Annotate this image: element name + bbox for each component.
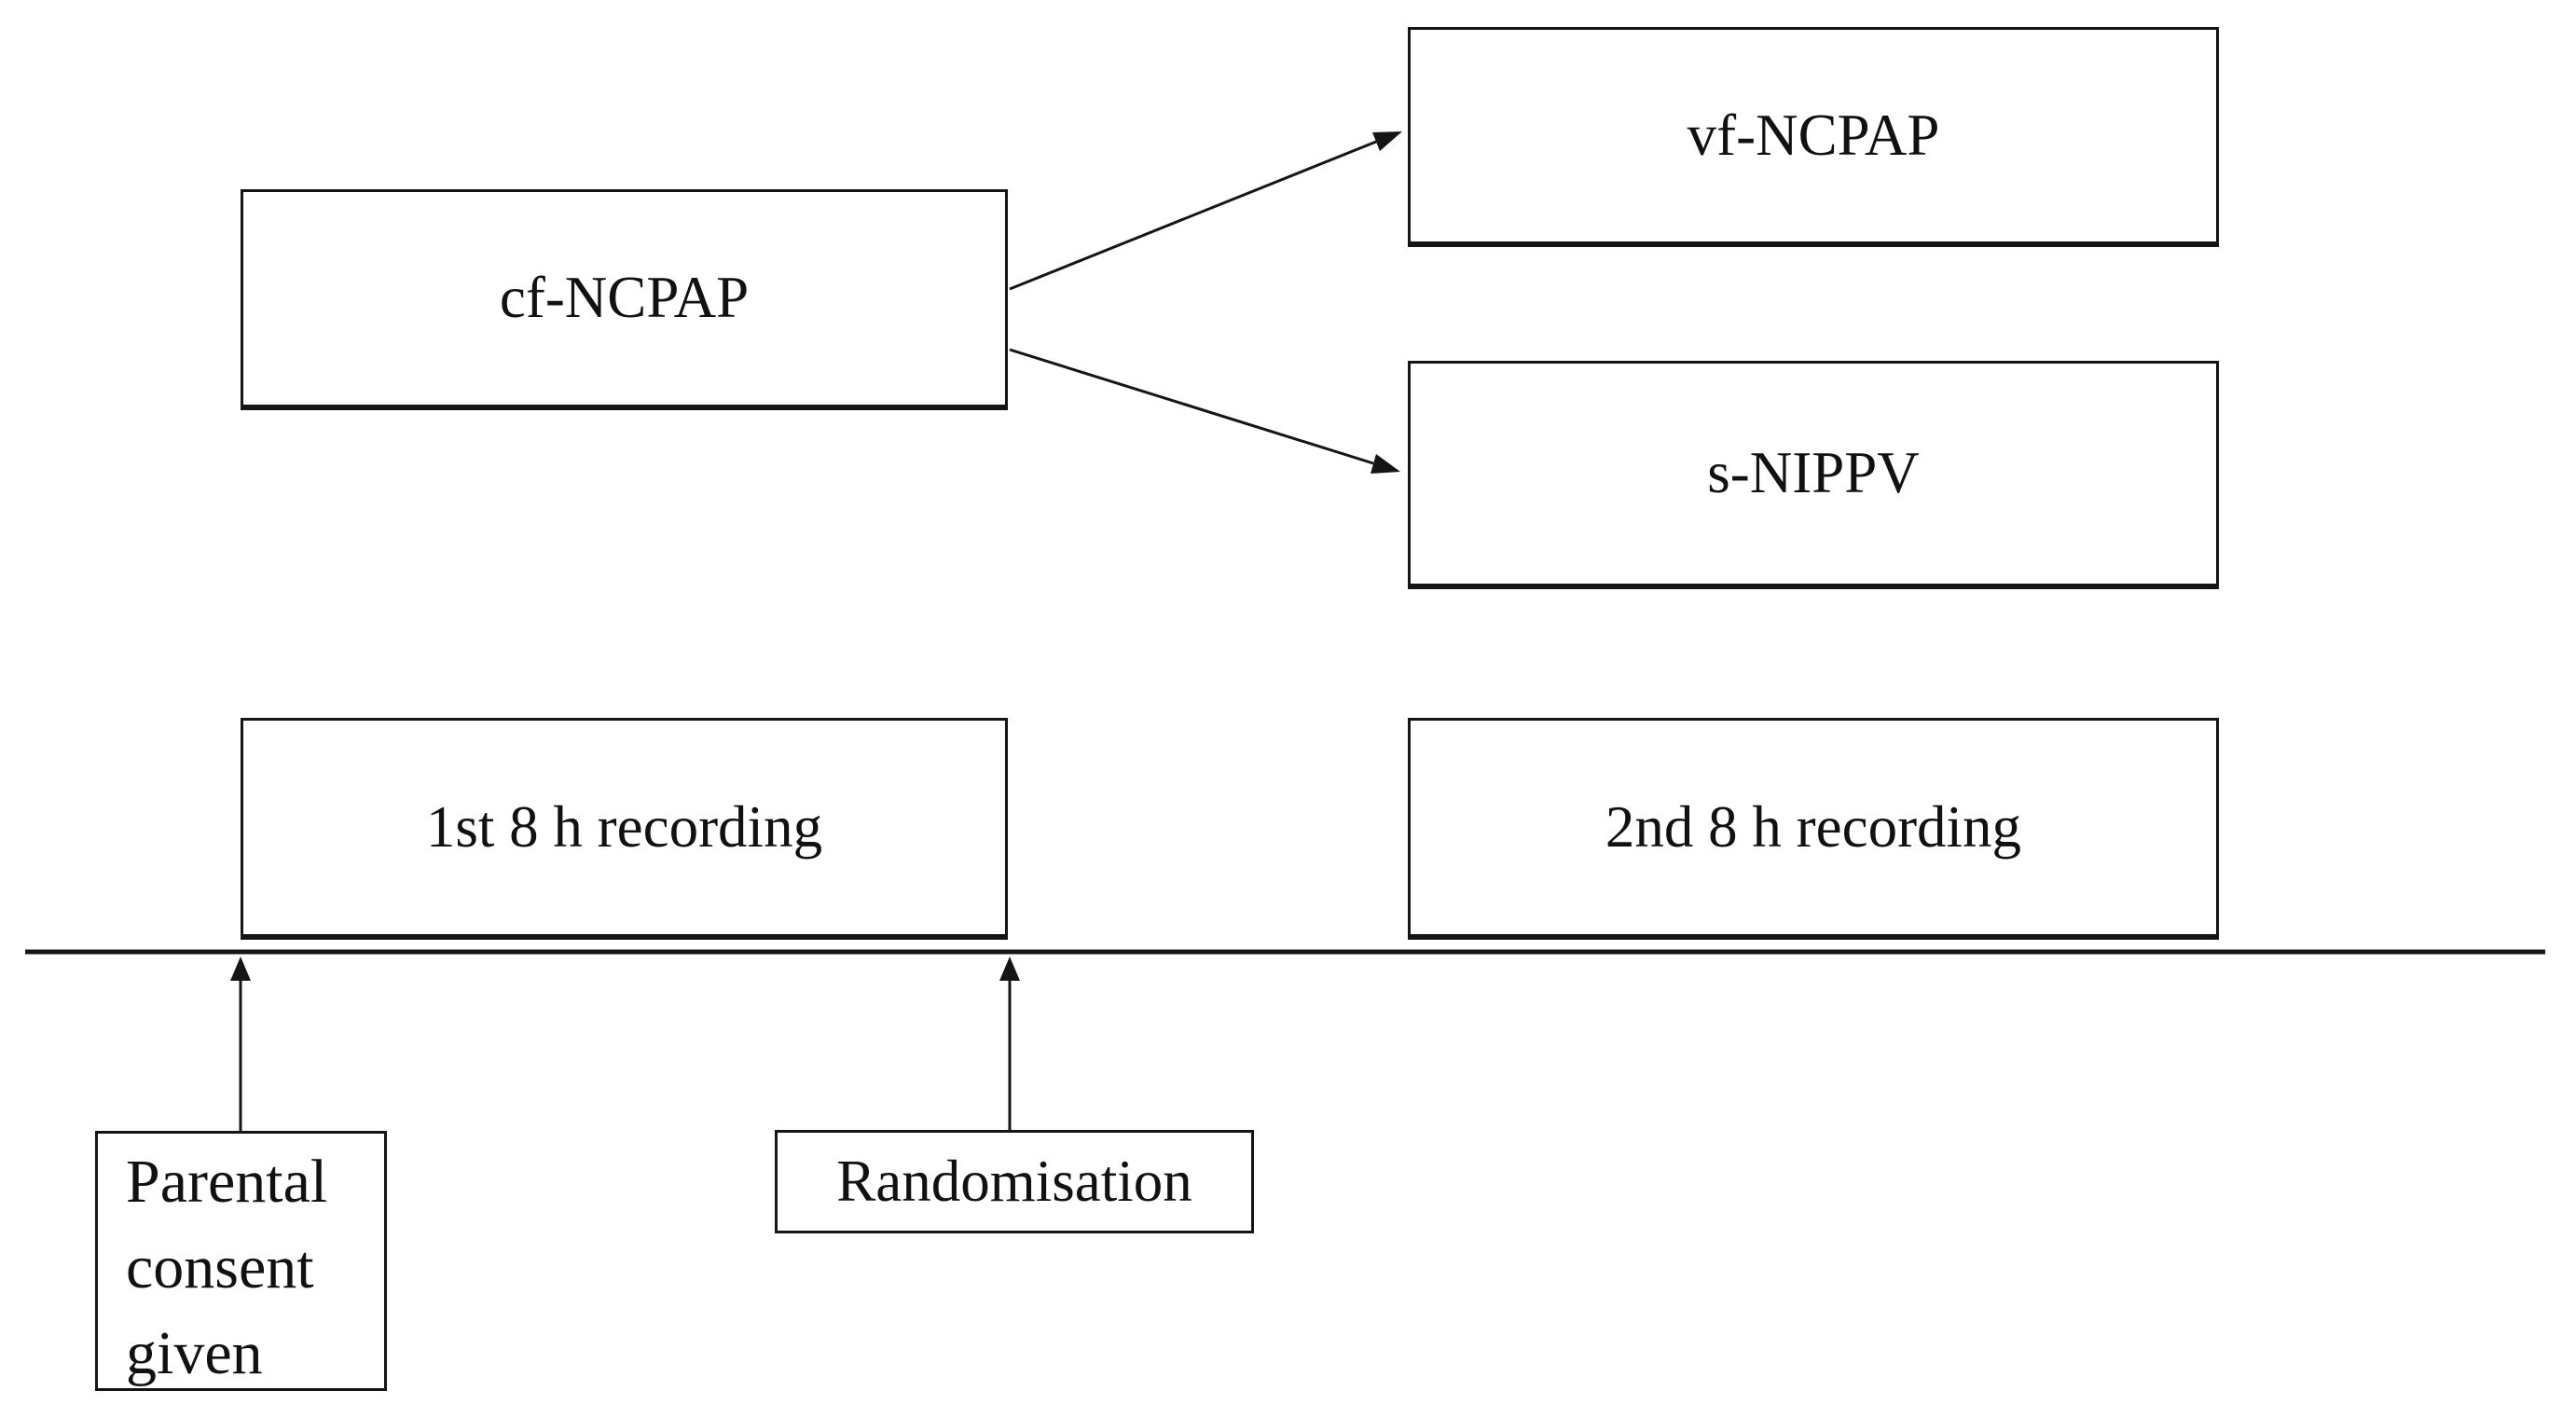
arrow-randomisation-to-timeline-head-icon <box>999 957 1020 981</box>
randomisation-node: Randomisation <box>775 1130 1254 1233</box>
first-recording-node: 1st 8 h recording <box>241 718 1008 940</box>
parental-consent-line-3: given <box>126 1319 263 1387</box>
vf-ncpap-label: vf-NCPAP <box>1687 102 1940 168</box>
arrow-cf-to-vf-line <box>1009 140 1377 291</box>
first-recording-label: 1st 8 h recording <box>425 793 823 860</box>
parental-consent-line-1: Parental <box>126 1148 328 1216</box>
randomisation-label: Randomisation <box>836 1148 1192 1214</box>
cf-ncpap-label: cf-NCPAP <box>499 265 750 331</box>
s-nippv-label: s-NIPPV <box>1707 440 1920 506</box>
parental-consent-label: Parental consent given <box>126 1139 327 1397</box>
arrow-cf-to-vf-head-icon <box>1372 131 1402 151</box>
arrow-cf-to-snippv-head-icon <box>1371 454 1400 474</box>
cf-ncpap-node: cf-NCPAP <box>241 189 1008 410</box>
parental-consent-line-2: consent <box>126 1233 314 1301</box>
s-nippv-node: s-NIPPV <box>1408 361 2219 589</box>
arrow-cf-to-snippv-line <box>1009 348 1374 465</box>
second-recording-node: 2nd 8 h recording <box>1408 718 2219 940</box>
second-recording-label: 2nd 8 h recording <box>1605 793 2022 860</box>
arrow-consent-to-timeline-head-icon <box>230 957 251 981</box>
parental-consent-node: Parental consent given <box>95 1131 387 1391</box>
vf-ncpap-node: vf-NCPAP <box>1408 27 2219 247</box>
